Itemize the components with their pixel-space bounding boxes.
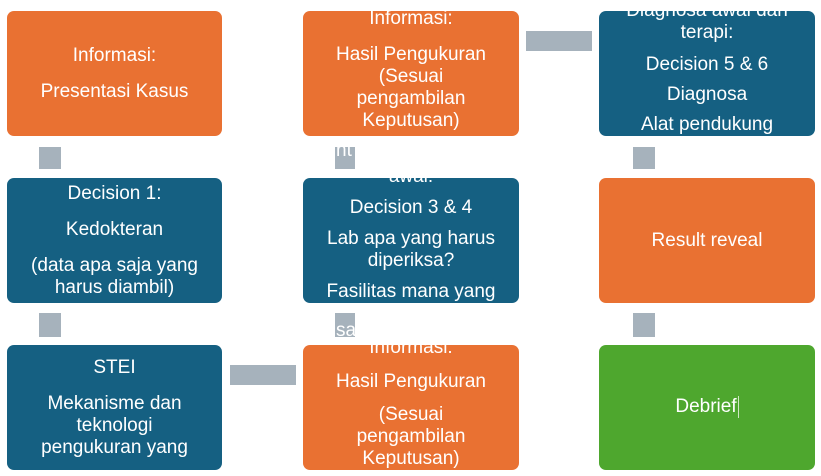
box-text: harus diambil) [54,276,175,298]
box-text: Decision 1: [67,182,162,204]
connector-arrow [230,365,296,385]
box-text: STEI [93,357,136,378]
box-decision-3-4: awal: Decision 3 & 4 Lab apa yang harus … [303,178,519,303]
connector-arrow [633,313,655,337]
box-text: pengambilan [356,87,466,109]
connector-arrow [335,313,355,337]
box-diagnosa-awal-terapi: Diagnosa awal dan terapi: Decision 5 & 6… [599,11,815,136]
box-text: terapi: [680,22,734,43]
box-text: Diagnosa awal dan [626,11,788,22]
box-text: diperiksa? [367,250,455,271]
box-text: Result reveal [651,229,763,251]
box-text: (data apa saja yang [31,254,198,276]
connector-arrow [335,147,355,169]
box-text: Keputusan) [362,109,460,131]
box-stei: STEI Mekanisme dan teknologi pengukuran … [7,345,222,470]
box-text-debrief: Debrief [675,396,737,418]
box-text: (Sesuai [378,404,444,425]
connector-arrow [526,31,592,51]
box-text: Decision 5 & 6 [645,53,769,75]
box-text: Debrief [675,396,739,419]
box-text: awal: [389,178,433,188]
overflow-text-fragment: nt [336,140,352,161]
box-text: Hasil Pengukuran [336,43,486,65]
connector-arrow [633,147,655,169]
box-informasi-hasil-pengukuran-2: Informasi: Hasil Pengukuran (Sesuai peng… [303,345,519,470]
box-informasi-hasil-pengukuran-1: Informasi: Hasil Pengukuran (Sesuai peng… [303,11,519,136]
box-text: teknologi [76,415,153,436]
box-text: Lab apa yang harus [327,228,495,249]
box-text: Diagnosa [666,83,748,105]
box-text: Hasil Pengukuran [336,370,486,392]
box-text: Presentasi Kasus [40,80,189,102]
box-informasi-presentasi-kasus: Informasi: Presentasi Kasus [7,11,222,136]
box-text: Fasilitas mana yang [326,281,496,302]
box-result-reveal: Result reveal [599,178,815,303]
box-debrief: Debrief [599,345,815,470]
overflow-text-fragment: sa [336,320,356,341]
box-text: Informasi: [369,345,453,358]
box-text: Kedokteran [65,218,164,240]
box-text: pengambilan [356,426,466,447]
box-text: (Sesuai [378,65,444,87]
connector-arrow [39,147,61,169]
box-text: Informasi: [369,11,453,29]
box-text: Alat pendukung [640,113,774,135]
box-text: Mekanisme dan [47,393,182,414]
box-decision-1-kedokteran: Decision 1: Kedokteran (data apa saja ya… [7,178,222,303]
box-text: pengukuran yang [41,437,188,458]
box-text: Decision 3 & 4 [349,197,473,218]
box-text: Informasi: [72,44,157,66]
connector-arrow [39,313,61,337]
box-text: Keputusan) [362,448,460,469]
text-cursor [737,396,739,419]
